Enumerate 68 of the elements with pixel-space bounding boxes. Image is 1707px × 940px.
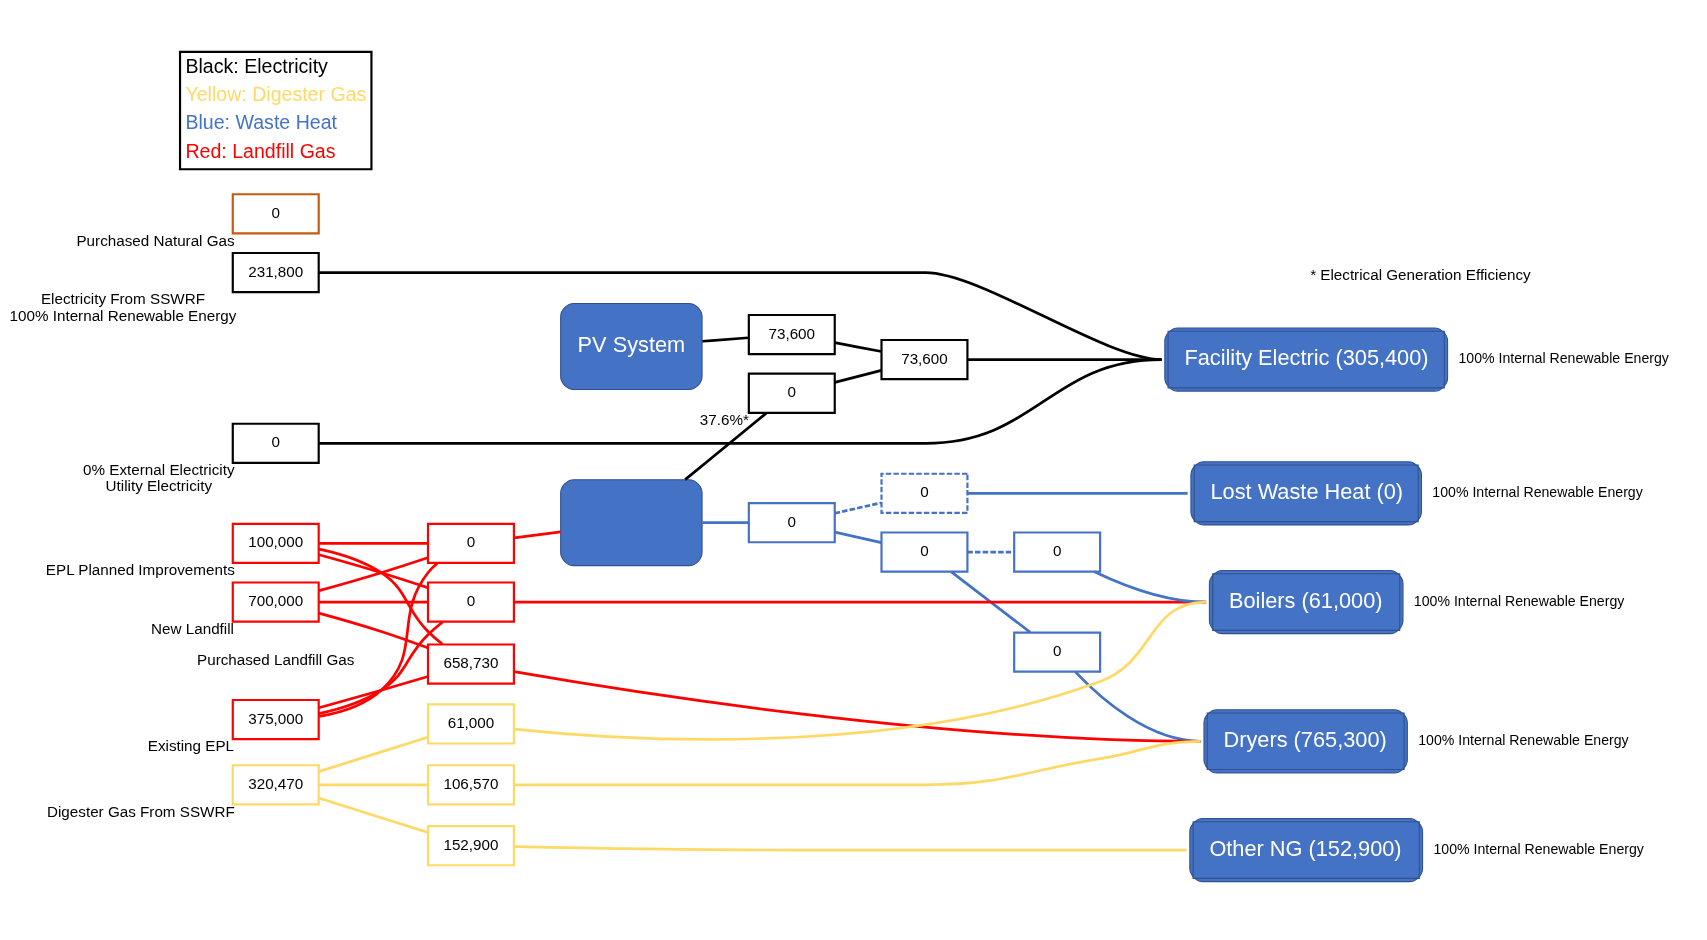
- connector: [318, 735, 429, 773]
- connector: [318, 782, 428, 786]
- connector: [834, 368, 882, 384]
- connector: [702, 335, 749, 343]
- connector: [318, 620, 444, 715]
- node-box: 106,570: [426, 763, 515, 805]
- node-box: 152,900: [426, 824, 515, 866]
- node-box: 0: [426, 522, 515, 564]
- connector: [967, 550, 1015, 553]
- node-label: 100% Internal Renewable Energy: [1433, 840, 1644, 857]
- connector: [950, 570, 1032, 633]
- connector: [967, 357, 1162, 361]
- label: * Electrical Generation Efficiency: [1310, 265, 1531, 283]
- connector: [684, 411, 768, 481]
- connector: [318, 547, 444, 645]
- connector: [318, 270, 1162, 361]
- node-box: 73,600: [880, 338, 969, 380]
- node-box: 0: [747, 372, 836, 414]
- node-label: 100% Internal Renewable Energy: [9, 306, 237, 324]
- node-box: 73,600: [747, 313, 836, 355]
- connector: [702, 520, 749, 524]
- node-box: 375,000: [231, 698, 320, 740]
- connector: [318, 674, 429, 709]
- connector: [514, 600, 1207, 741]
- node-box: 0: [1013, 630, 1102, 673]
- connector: [834, 530, 882, 544]
- node-box: 658,730: [426, 642, 515, 685]
- connector: [513, 529, 561, 539]
- node-box: [560, 478, 703, 566]
- legend-label: Red: Landfill Gas: [185, 139, 336, 162]
- connector: [318, 796, 429, 834]
- connector: [514, 739, 1201, 786]
- node-label: 100% Internal Renewable Energy: [1432, 483, 1643, 500]
- node-label: Electricity From SSWRF: [40, 289, 205, 307]
- node-box: 0: [231, 192, 320, 234]
- node-label: Utility Electricity: [105, 476, 213, 494]
- node-box: 100,000: [231, 522, 320, 564]
- node-box: PV System: [560, 302, 703, 390]
- node-label: New Landfill: [151, 619, 234, 637]
- connector: [967, 491, 1188, 495]
- legend-label: Blue: Waste Heat: [185, 110, 337, 133]
- node-box: 0: [747, 501, 836, 543]
- node-box: 0: [231, 422, 320, 464]
- label: Purchased Landfill Gas: [197, 650, 355, 668]
- legend-label: Black: Electricity: [185, 54, 328, 77]
- node-box: 231,800: [231, 251, 320, 293]
- node-box: 700,000: [231, 580, 320, 623]
- node-label: Digester Gas From SSWRF: [47, 802, 235, 820]
- node-label: Purchased Natural Gas: [76, 231, 235, 249]
- node-label: 100% Internal Renewable Energy: [1418, 731, 1629, 748]
- connector: [318, 561, 439, 718]
- node-box: 0: [1013, 530, 1102, 573]
- node-label: 37.6%*: [699, 410, 749, 428]
- connector: [318, 600, 428, 603]
- node-box: 0: [426, 580, 515, 623]
- connector: [318, 611, 429, 649]
- node-label: 100% Internal Renewable Energy: [1458, 349, 1669, 366]
- legend-label: Yellow: Digester Gas: [185, 82, 367, 105]
- connector: [514, 844, 1187, 851]
- connector: [834, 500, 882, 515]
- connector: [834, 340, 882, 353]
- node-label: 100% Internal Renewable Energy: [1413, 592, 1625, 609]
- node-box: 61,000: [426, 702, 515, 745]
- connector: [318, 357, 1162, 445]
- connector: [318, 541, 428, 545]
- node-box: 320,470: [231, 763, 320, 805]
- node-box: 0: [880, 472, 969, 514]
- node-box: 0: [880, 530, 969, 573]
